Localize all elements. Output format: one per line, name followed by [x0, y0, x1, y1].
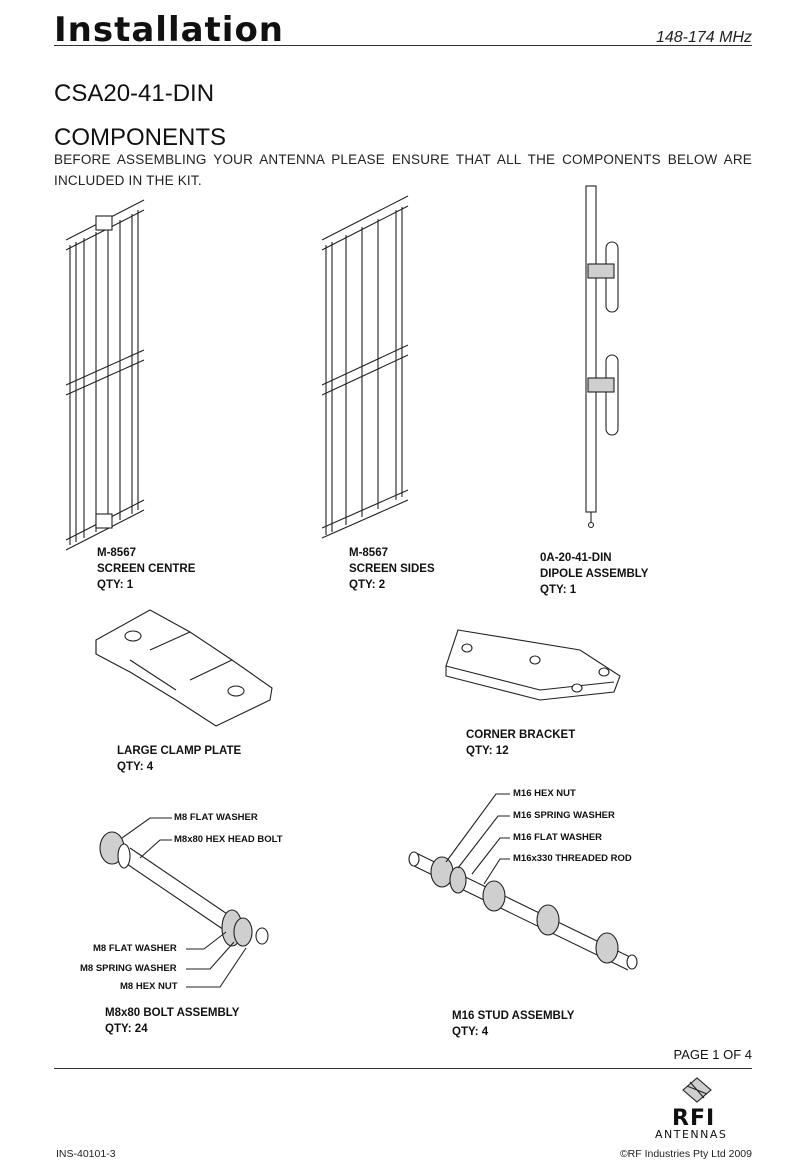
footer-rule — [54, 1068, 752, 1069]
dipole-label: 0A-20-41-DIN DIPOLE ASSEMBLY QTY: 1 — [540, 550, 648, 598]
frequency-range: 148-174 MHz — [655, 29, 752, 46]
bolt-callout-flat-washer-top: M8 FLAT WASHER — [174, 812, 258, 823]
bolt-assembly-name: M8x80 BOLT ASSEMBLY — [105, 1007, 240, 1019]
document-id: INS-40101-3 — [56, 1148, 116, 1160]
corner-bracket-drawing — [445, 629, 621, 701]
screen-sides-frame — [321, 195, 409, 539]
stud-assembly-name: M16 STUD ASSEMBLY — [452, 1010, 575, 1022]
model-number: CSA20-41-DIN — [54, 80, 215, 107]
rfi-logo-mark — [682, 1077, 712, 1103]
screen-centre-name: SCREEN CENTRE — [97, 563, 196, 575]
screen-centre-label: M-8567 SCREEN CENTRE QTY: 1 — [97, 545, 195, 593]
stud-assembly-qty: QTY: 4 — [452, 1026, 489, 1038]
stud-assembly-drawing — [408, 851, 638, 971]
bolt-assembly-qty: QTY: 24 — [105, 1023, 148, 1035]
bolt-assembly-label: M8x80 BOLT ASSEMBLY QTY: 24 — [105, 1005, 239, 1037]
stud-callout-flat-washer: M16 FLAT WASHER — [513, 832, 603, 843]
copyright: ©RF Industries Pty Ltd 2009 — [619, 1148, 752, 1160]
bolt-callout-hex-head-bolt: M8x80 HEX HEAD BOLT — [174, 834, 283, 845]
bolt-callout-spring-washer: M8 SPRING WASHER — [80, 963, 177, 974]
screen-sides-part: M-8567 — [349, 547, 388, 559]
intro-text: BEFORE ASSEMBLING YOUR ANTENNA PLEASE EN… — [54, 152, 752, 188]
bolt-assembly-drawing — [99, 831, 269, 947]
stud-callout-threaded-rod: M16x330 THREADED ROD — [513, 853, 632, 864]
page-number: PAGE 1 OF 4 — [673, 1047, 752, 1062]
clamp-plate-label: LARGE CLAMP PLATE QTY: 4 — [117, 743, 241, 775]
corner-bracket-qty: QTY: 12 — [466, 745, 509, 757]
corner-bracket-name: CORNER BRACKET — [466, 729, 576, 741]
screen-sides-qty: QTY: 2 — [349, 579, 386, 591]
corner-bracket-label: CORNER BRACKET QTY: 12 — [466, 727, 575, 759]
clamp-plate-drawing — [95, 609, 273, 727]
stud-callout-hex-nut: M16 HEX NUT — [513, 788, 576, 799]
screen-centre-part: M-8567 — [97, 547, 136, 559]
clamp-plate-qty: QTY: 4 — [117, 761, 154, 773]
bolt-callout-hex-nut: M8 HEX NUT — [120, 981, 178, 992]
dipole-assembly-drawing — [585, 185, 619, 529]
screen-sides-label: M-8567 SCREEN SIDES QTY: 2 — [349, 545, 435, 593]
clamp-plate-name: LARGE CLAMP PLATE — [117, 745, 242, 757]
dipole-qty: QTY: 1 — [540, 584, 577, 596]
rfi-logo-subtext: ANTENNAS — [655, 1128, 728, 1141]
rfi-logo-text: RFI — [672, 1106, 716, 1131]
dipole-name: DIPOLE ASSEMBLY — [540, 568, 649, 580]
dipole-part: 0A-20-41-DIN — [540, 552, 612, 564]
bolt-callout-flat-washer-bottom: M8 FLAT WASHER — [93, 943, 177, 954]
screen-centre-frame — [65, 199, 145, 551]
stud-callout-spring-washer: M16 SPRING WASHER — [513, 810, 615, 821]
header-rule — [54, 45, 752, 46]
section-title: COMPONENTS — [54, 124, 227, 151]
screen-sides-name: SCREEN SIDES — [349, 563, 435, 575]
screen-centre-qty: QTY: 1 — [97, 579, 134, 591]
header-title: Installation — [54, 10, 285, 50]
stud-assembly-label: M16 STUD ASSEMBLY QTY: 4 — [452, 1008, 574, 1040]
